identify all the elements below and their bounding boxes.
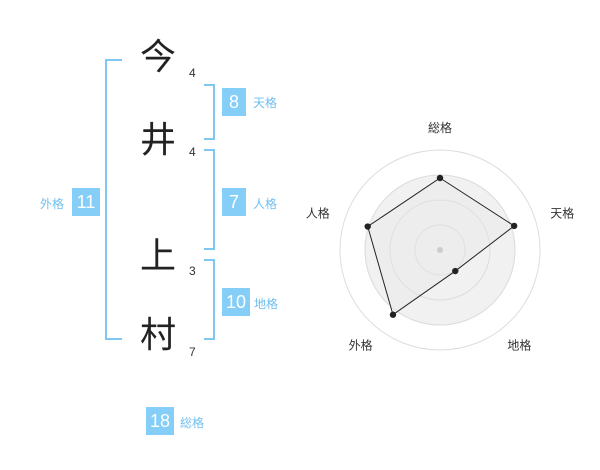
tenkaku-label: 天格 — [253, 96, 278, 110]
name-char-1: 今 — [140, 37, 177, 78]
radar-ring — [339, 149, 541, 351]
name-char-4: 村 — [140, 315, 177, 356]
radar-point-3 — [452, 267, 459, 275]
radar-axis-label: 外格 — [349, 337, 373, 352]
stroke-count-4: 7 — [189, 345, 196, 359]
radar-center-dot — [437, 247, 443, 253]
chikaku-label: 地格 — [254, 297, 279, 311]
radar-point-4 — [389, 311, 397, 318]
gaikaku-label: 外格 — [40, 197, 65, 211]
jinkaku-badge: 7 — [222, 188, 246, 216]
radar-axis-label: 天格 — [550, 206, 574, 221]
jinkaku-label: 人格 — [253, 197, 278, 211]
soukaku-label: 総格 — [180, 416, 205, 430]
radar-axis-label: 地格 — [507, 337, 531, 352]
name-char-3: 上 — [140, 236, 177, 277]
radar-axis-label: 総格 — [428, 120, 452, 135]
chikaku-badge: 10 — [222, 288, 250, 316]
gaikaku-bracket — [105, 59, 122, 340]
jinkaku-bracket — [204, 149, 215, 250]
stroke-count-1: 4 — [189, 66, 196, 80]
radar-point-5 — [364, 223, 371, 230]
tenkaku-bracket — [204, 84, 215, 140]
stroke-count-2: 4 — [189, 145, 196, 159]
radar-point-1 — [436, 174, 444, 182]
gaikaku-badge: 11 — [72, 188, 100, 216]
soukaku-badge: 18 — [146, 407, 174, 435]
name-char-2: 井 — [140, 120, 177, 161]
tenkaku-badge: 8 — [222, 88, 246, 116]
radar-ring — [414, 224, 466, 276]
radar-axis-label: 人格 — [306, 206, 330, 221]
stroke-count-3: 3 — [189, 264, 196, 278]
radar-point-2 — [510, 222, 518, 230]
radar-ring — [389, 199, 491, 301]
chikaku-bracket — [204, 259, 215, 340]
radar-data-polygon — [367, 177, 516, 316]
